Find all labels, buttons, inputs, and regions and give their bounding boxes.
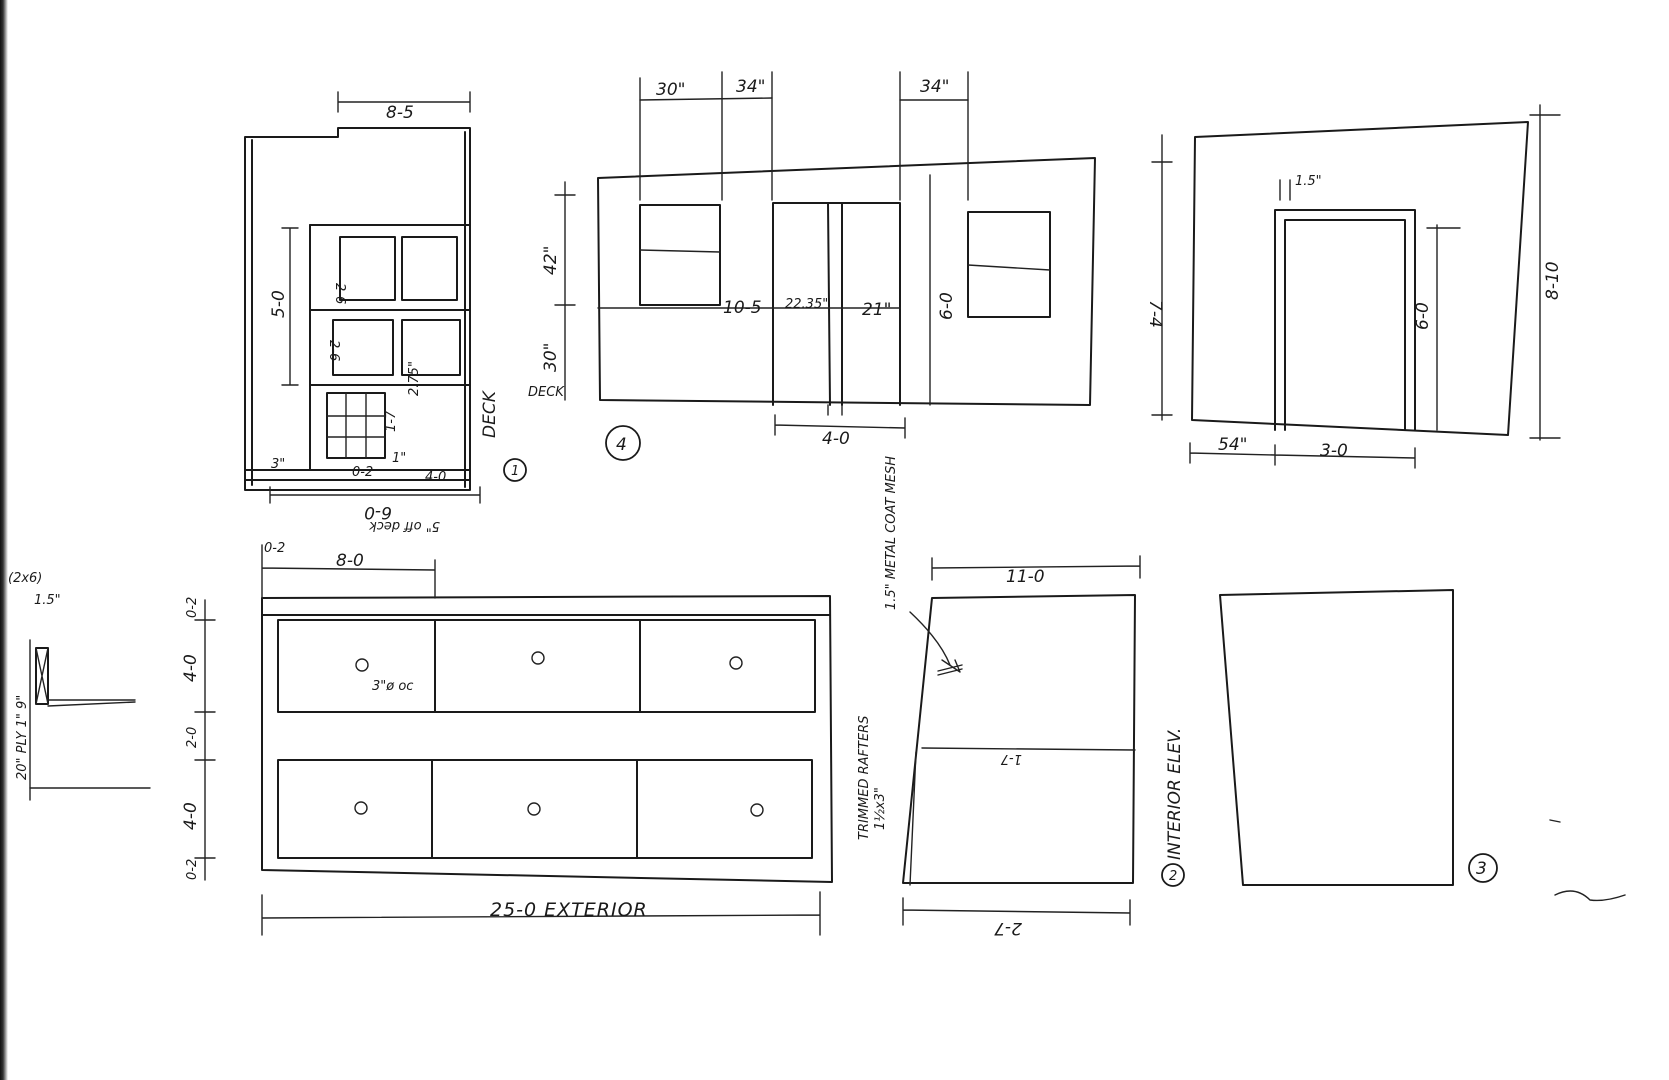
stray-mark	[1549, 819, 1561, 823]
elevation-4	[554, 71, 1096, 439]
elev4-tag: 4	[616, 435, 627, 455]
elev4-d10-5: 10-5	[723, 298, 762, 318]
interior-tag: 2	[1169, 869, 1177, 884]
elev4-h42: 42"	[541, 246, 561, 275]
interior-w11-0: 11-0	[1006, 567, 1045, 587]
elev4-deck: DECK	[528, 385, 565, 400]
elev4-w34a: 34"	[736, 77, 765, 97]
elev1-deck-label: DECK	[480, 389, 500, 438]
elevation-3	[1219, 589, 1454, 886]
plan-h0-2a: 0-2	[185, 597, 200, 618]
interior-bottom: 2-7	[994, 918, 1022, 938]
interior-elevation-2	[902, 555, 1141, 926]
elev1-dim-1-7: 1-7	[384, 410, 399, 432]
side-w3-0: 3-0	[1320, 441, 1348, 461]
wall-detail	[29, 639, 151, 801]
elev4-h30: 30"	[541, 343, 561, 372]
elev4-h6-0: 6-0	[937, 292, 957, 320]
plan-w8-0: 8-0	[336, 551, 364, 571]
elev1-dim-2-6-a: 2-6	[332, 283, 347, 304]
side-w54: 54"	[1218, 435, 1247, 455]
elev1-dim-0-2: 0-2	[352, 465, 373, 480]
elev1-height-5-0: 5-0	[269, 290, 289, 318]
side-elevation	[1151, 104, 1561, 469]
elev4-w4-0: 4-0	[822, 429, 850, 449]
elev4-d22-35: 22.35"	[785, 297, 828, 312]
detail-d1-5: 1.5"	[34, 593, 61, 608]
side-h8-10: 8-10	[1543, 261, 1563, 300]
scan-edge-shadow	[0, 0, 8, 1080]
detail-size: (2x6)	[8, 571, 42, 586]
elev4-mesh-note: 1.5" METAL COAT MESH	[884, 456, 899, 610]
elev1-dim-2-75: 2.75"	[407, 361, 422, 396]
plan-h0-2b: 0-2	[185, 859, 200, 880]
elevation-1	[244, 91, 481, 504]
plan-overall: 25-0 EXTERIOR	[490, 899, 648, 921]
plan-h2-0: 2-0	[185, 727, 200, 748]
elev1-off-deck: 5" off deck	[369, 518, 440, 533]
side-h7-4: 7-4	[1145, 300, 1165, 328]
elev3-tag: 3	[1476, 859, 1487, 879]
elev4-tag-circle	[605, 425, 641, 461]
interior-label: INTERIOR ELEV.	[1165, 728, 1185, 860]
side-d1-5: 1.5"	[1295, 174, 1322, 189]
elev4-w30: 30"	[656, 80, 685, 100]
interior-rafter-size: 1½x3"	[873, 787, 888, 830]
plan-hole-note: 3"ø oc	[372, 679, 413, 694]
interior-tag-circle	[1161, 863, 1185, 887]
elev4-w34b: 34"	[920, 77, 949, 97]
plan-h4-0b: 4-0	[181, 802, 201, 830]
plan-d0-2-top: 0-2	[264, 541, 285, 556]
signature-scribble	[1554, 890, 1626, 902]
elev4-d21: 21"	[862, 300, 891, 320]
elev1-dim-4-0: 4-0	[425, 470, 446, 485]
elev1-top-width: 8-5	[386, 103, 414, 123]
interior-mid: 1-7	[1000, 751, 1022, 766]
elev1-tag-circle	[503, 458, 527, 482]
interior-rafters: TRIMMED RAFTERS	[857, 716, 872, 840]
side-h6-0: 6-0	[1413, 302, 1433, 330]
plan-view	[194, 544, 833, 936]
elev1-dim-2-6-b: 2-6	[326, 340, 341, 361]
detail-ply: 20" PLY 1" 9"	[15, 695, 30, 780]
elev1-dim-3in: 3"	[271, 457, 285, 472]
plan-h4-0a: 4-0	[181, 654, 201, 682]
elev1-dim-1in: 1"	[392, 451, 406, 466]
elev1-bottom-width: 6-0	[364, 502, 392, 522]
elev3-tag-circle	[1468, 853, 1498, 883]
elev1-tag: 1	[511, 464, 519, 479]
